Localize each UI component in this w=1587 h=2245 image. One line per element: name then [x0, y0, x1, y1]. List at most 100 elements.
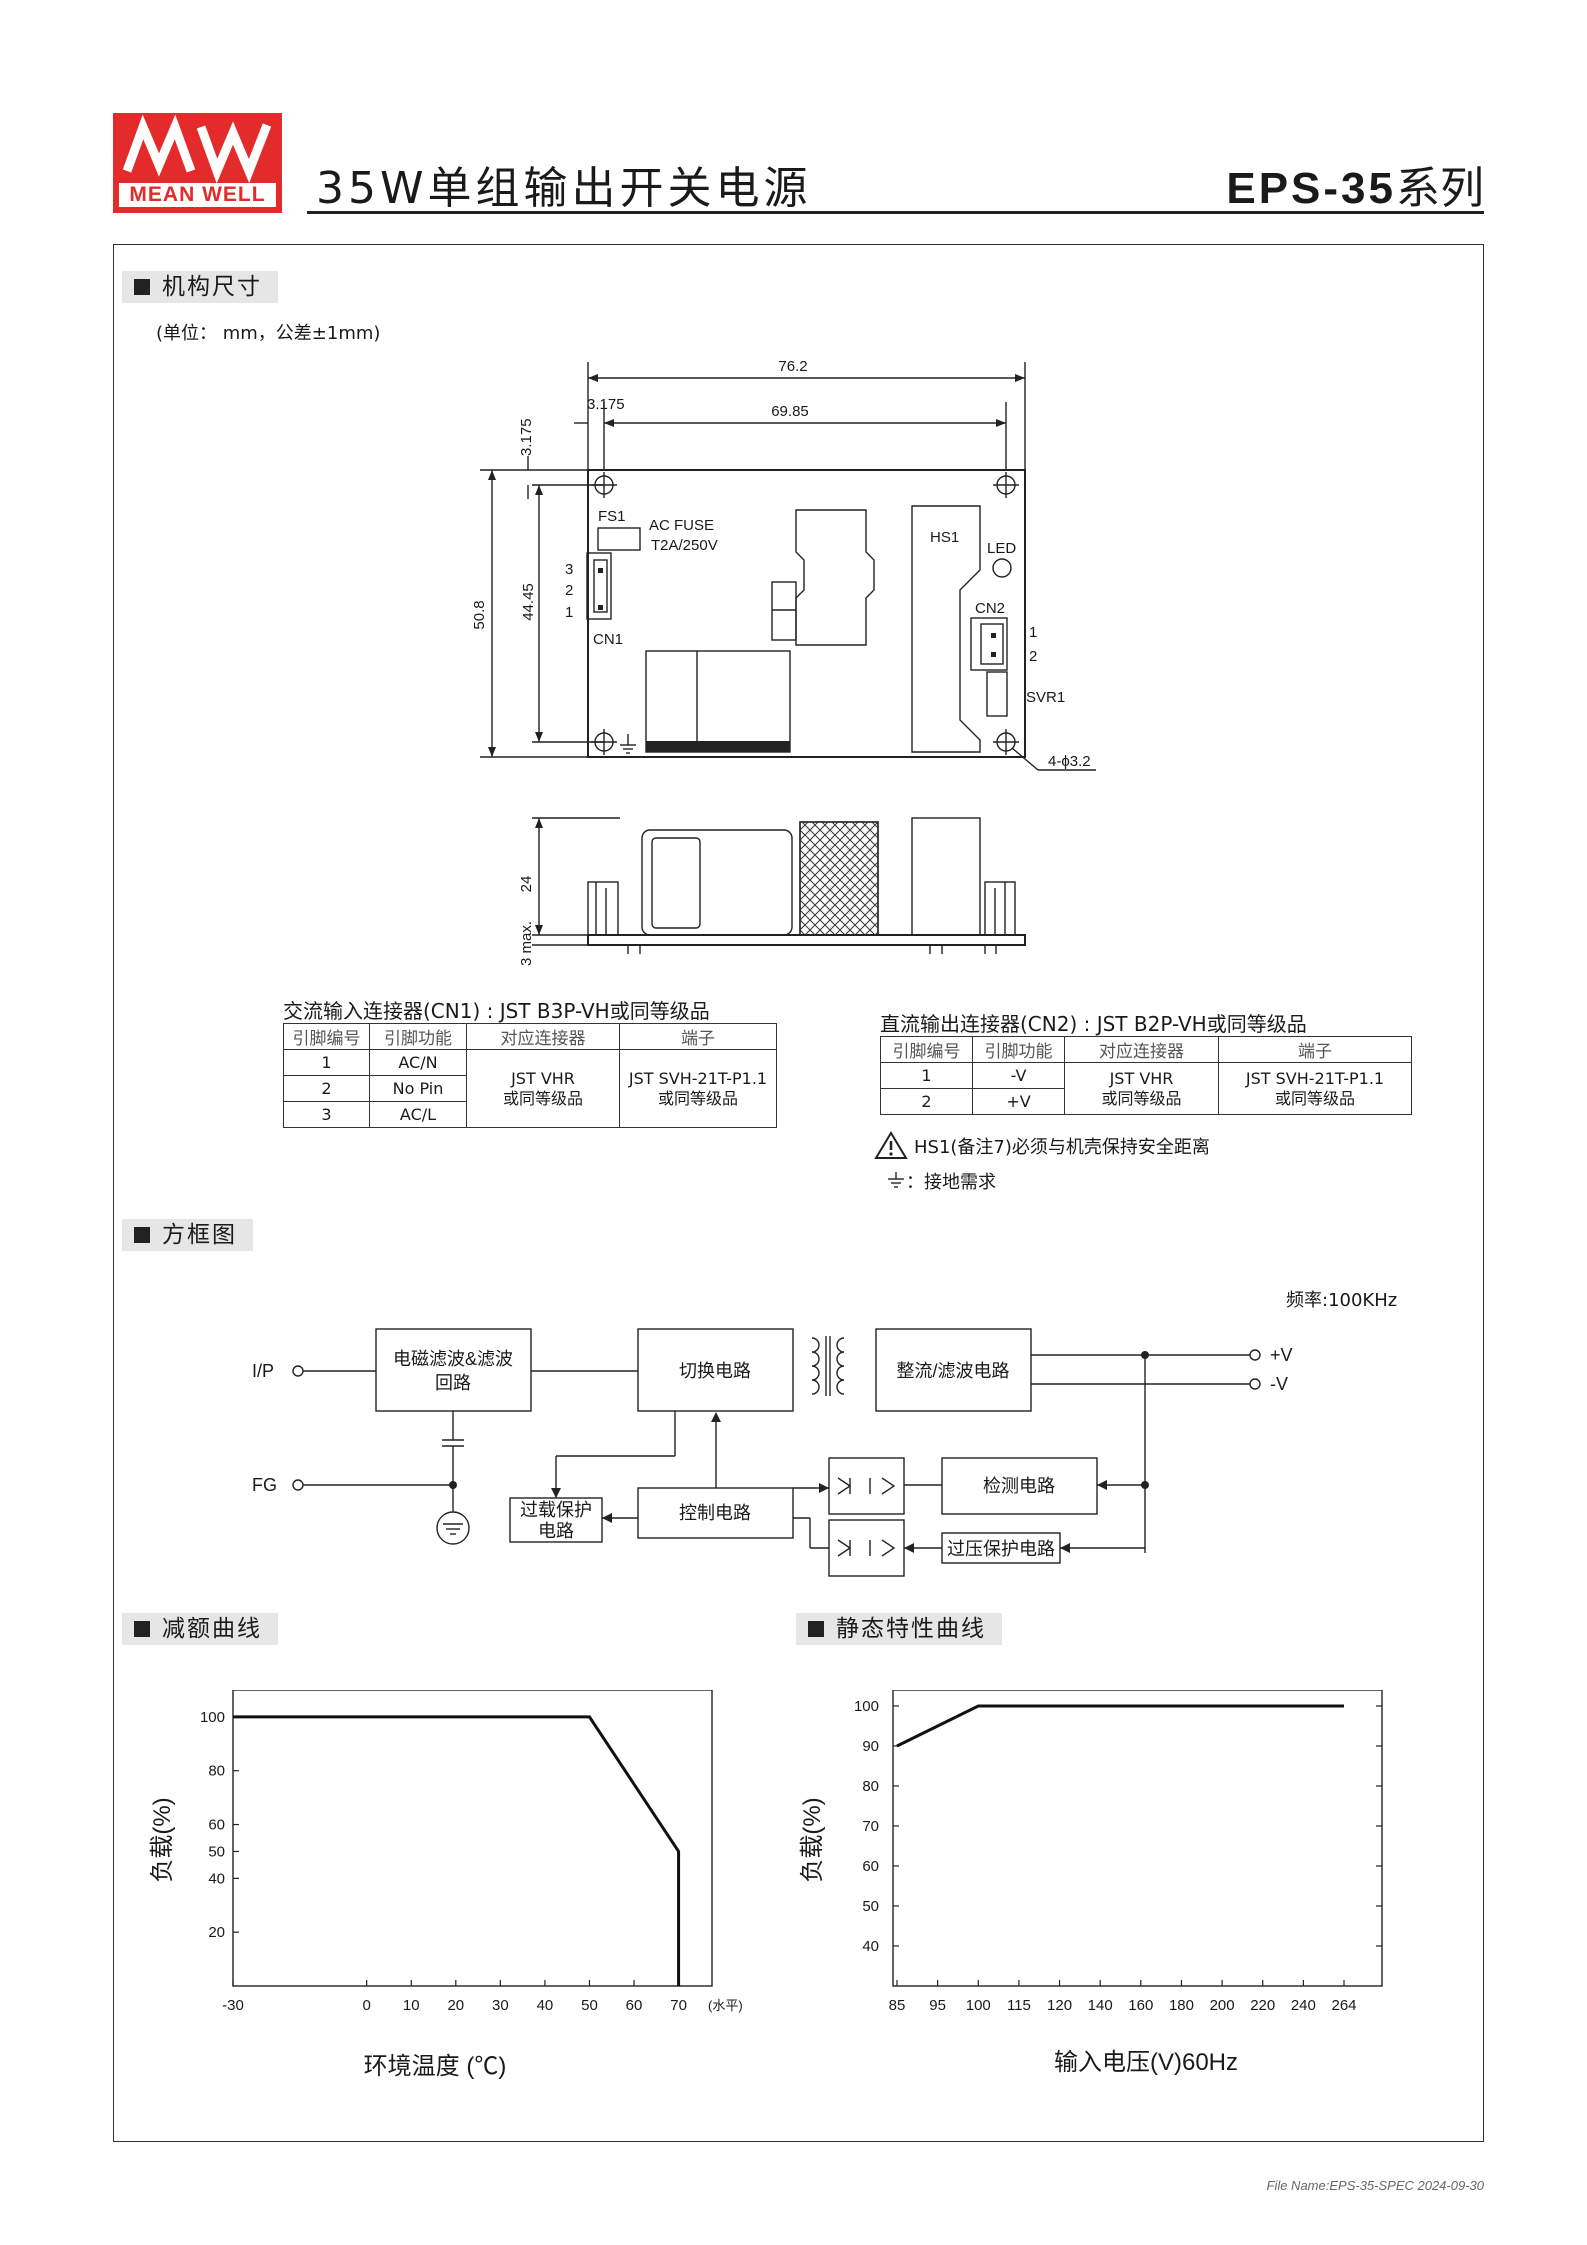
vplus-label: +V	[1270, 1345, 1293, 1365]
y-tick-label: 100	[200, 1709, 225, 1726]
dim-component-height: 24	[518, 876, 535, 893]
section-mechanical-label: 机构尺寸	[162, 274, 262, 300]
y-tick-label: 50	[208, 1843, 225, 1860]
table-row: 2 +V	[880, 1088, 1412, 1115]
y-axis-label: 负载(%)	[799, 1797, 826, 1882]
warning-icon	[874, 1131, 908, 1159]
cn2-pin: 2	[880, 1088, 973, 1115]
x-tick-label: -30	[222, 1997, 244, 2014]
label-cn1-pin3: 3	[565, 561, 573, 578]
dim-edge-offset: 3.175	[587, 396, 625, 413]
y-tick-label: 80	[862, 1778, 879, 1795]
cn1-func: AC/L	[369, 1101, 467, 1128]
table-row: 1 -V JST VHR 或同等级品 JST SVH-21T-P1.1 或同等级…	[880, 1062, 1412, 1115]
section-static-label: 静态特性曲线	[836, 1616, 986, 1642]
x-tick-label: 160	[1128, 1997, 1153, 2014]
cn2-pin: 1	[880, 1062, 973, 1089]
emi-label: 电磁滤波&滤波	[393, 1349, 513, 1369]
cn1-pin: 3	[283, 1101, 370, 1128]
x-tick-label: 120	[1047, 1997, 1072, 2014]
x-tick-label: 40	[537, 1997, 554, 2014]
block-diagram: I/P FG 电磁滤波&滤波 回路 切换电路 整流/滤波电路 +V -V 检测电…	[252, 1328, 1293, 1577]
cn2-func: -V	[972, 1062, 1065, 1089]
cn2-header-terminal: 端子	[1218, 1036, 1412, 1063]
x-tick-label: 180	[1169, 1997, 1194, 2014]
label-hs1: HS1	[930, 529, 959, 546]
ovp-label: 过压保护电路	[947, 1539, 1055, 1559]
ip-label: I/P	[252, 1361, 274, 1381]
dim-pin-height: 3 max.	[518, 921, 535, 966]
ground-note: ：接地需求	[906, 1172, 996, 1193]
label-svr1: SVR1	[1026, 689, 1065, 706]
cn1-pin: 1	[283, 1049, 370, 1076]
side-view	[532, 817, 1026, 954]
x-tick-label: 50	[581, 1997, 598, 2014]
table-row: 2 No Pin	[283, 1075, 777, 1102]
dim-hole-span-y: 44.45	[520, 583, 537, 621]
ground-icon	[888, 1172, 904, 1188]
cn1-func: No Pin	[369, 1075, 467, 1102]
table-row: 1 AC/N JST VHR 或同等级品 JST SVH-21T-P1.1 或同…	[283, 1049, 777, 1128]
brand-logo: MEAN WELL	[113, 113, 282, 213]
label-fuse-line2: T2A/250V	[651, 537, 718, 554]
vminus-label: -V	[1270, 1374, 1288, 1394]
section-block-diagram: 方框图	[122, 1219, 253, 1251]
content-frame	[113, 244, 1484, 2142]
y-tick-label: 60	[862, 1858, 879, 1875]
y-tick-label: 40	[862, 1938, 879, 1955]
plot-frame	[232, 1690, 713, 1987]
footer-file-name: File Name:EPS-35-SPEC 2024-09-30	[1266, 2178, 1485, 2193]
cn1-caption: 交流输入连接器(CN1) : JST B3P-VH或同等级品	[283, 999, 710, 1023]
document-title: 35W单组输出开关电源	[316, 163, 812, 214]
rectifier-label: 整流/滤波电路	[896, 1361, 1009, 1381]
static-line	[896, 1704, 1344, 1748]
switching-label: 切换电路	[679, 1361, 751, 1381]
section-derating: 减额曲线	[122, 1613, 278, 1645]
x-tick-label: 0	[363, 1997, 371, 2014]
y-axis-label: 负载(%)	[149, 1797, 176, 1882]
cn2-terminal: JST SVH-21T-P1.1 或同等级品	[1218, 1062, 1412, 1115]
x-axis-label: 环境温度 (℃)	[364, 2053, 507, 2080]
series-title: EPS-35系列	[1226, 152, 1484, 216]
plot-frame	[892, 1690, 1383, 1987]
derating-line	[233, 1715, 681, 1986]
x-tick-label: 95	[929, 1997, 946, 2014]
cn2-header-connector: 对应连接器	[1064, 1036, 1219, 1063]
table-row: 3 AC/L	[283, 1101, 777, 1128]
cn1-table: 引脚编号 引脚功能 对应连接器 端子 1 AC/N JST VHR 或同等级品 …	[283, 1023, 777, 1128]
cn1-header-pin: 引脚编号	[283, 1023, 370, 1050]
olp-label-2: 电路	[538, 1521, 574, 1541]
series-model: EPS-35	[1226, 164, 1396, 213]
x-axis-label: 输入电压(V)60Hz	[1054, 2049, 1238, 2076]
dim-hole-span-x: 69.85	[771, 403, 809, 420]
y-tick-label: 90	[862, 1738, 879, 1755]
cn1-header-connector: 对应连接器	[466, 1023, 620, 1050]
label-cn1-pin1: 1	[565, 604, 573, 621]
mw-logo-mark	[122, 114, 272, 184]
x-tick-label: 70	[670, 1997, 687, 2014]
label-cn2-pin2: 2	[1029, 648, 1037, 665]
label-cn1: CN1	[593, 631, 623, 648]
cn1-func: AC/N	[369, 1049, 467, 1076]
fg-label: FG	[252, 1475, 277, 1495]
label-cn2: CN2	[975, 600, 1005, 617]
olp-label: 过载保护	[520, 1500, 592, 1520]
emi-label-2: 回路	[435, 1373, 471, 1393]
dim-total-width: 76.2	[778, 358, 807, 375]
control-label: 控制电路	[679, 1503, 751, 1523]
frequency-label: 频率:100KHz	[1286, 1290, 1398, 1311]
x-tick-label: 264	[1331, 1997, 1356, 2014]
y-tick-label: 60	[208, 1817, 225, 1834]
cn1-header-func: 引脚功能	[369, 1023, 467, 1050]
x-tick-label: 30	[492, 1997, 509, 2014]
cn1-terminal: JST SVH-21T-P1.1 或同等级品	[619, 1049, 777, 1128]
dim-total-height: 50.8	[471, 600, 488, 629]
cn1-header-terminal: 端子	[619, 1023, 777, 1050]
x-tick-label: 20	[447, 1997, 464, 2014]
section-derating-label: 减额曲线	[162, 1616, 262, 1642]
cn2-connector: JST VHR 或同等级品	[1064, 1062, 1219, 1115]
y-tick-label: 70	[862, 1818, 879, 1835]
unit-note: (单位： mm，公差±1mm)	[156, 323, 381, 344]
cn1-connector: JST VHR 或同等级品	[466, 1049, 620, 1128]
